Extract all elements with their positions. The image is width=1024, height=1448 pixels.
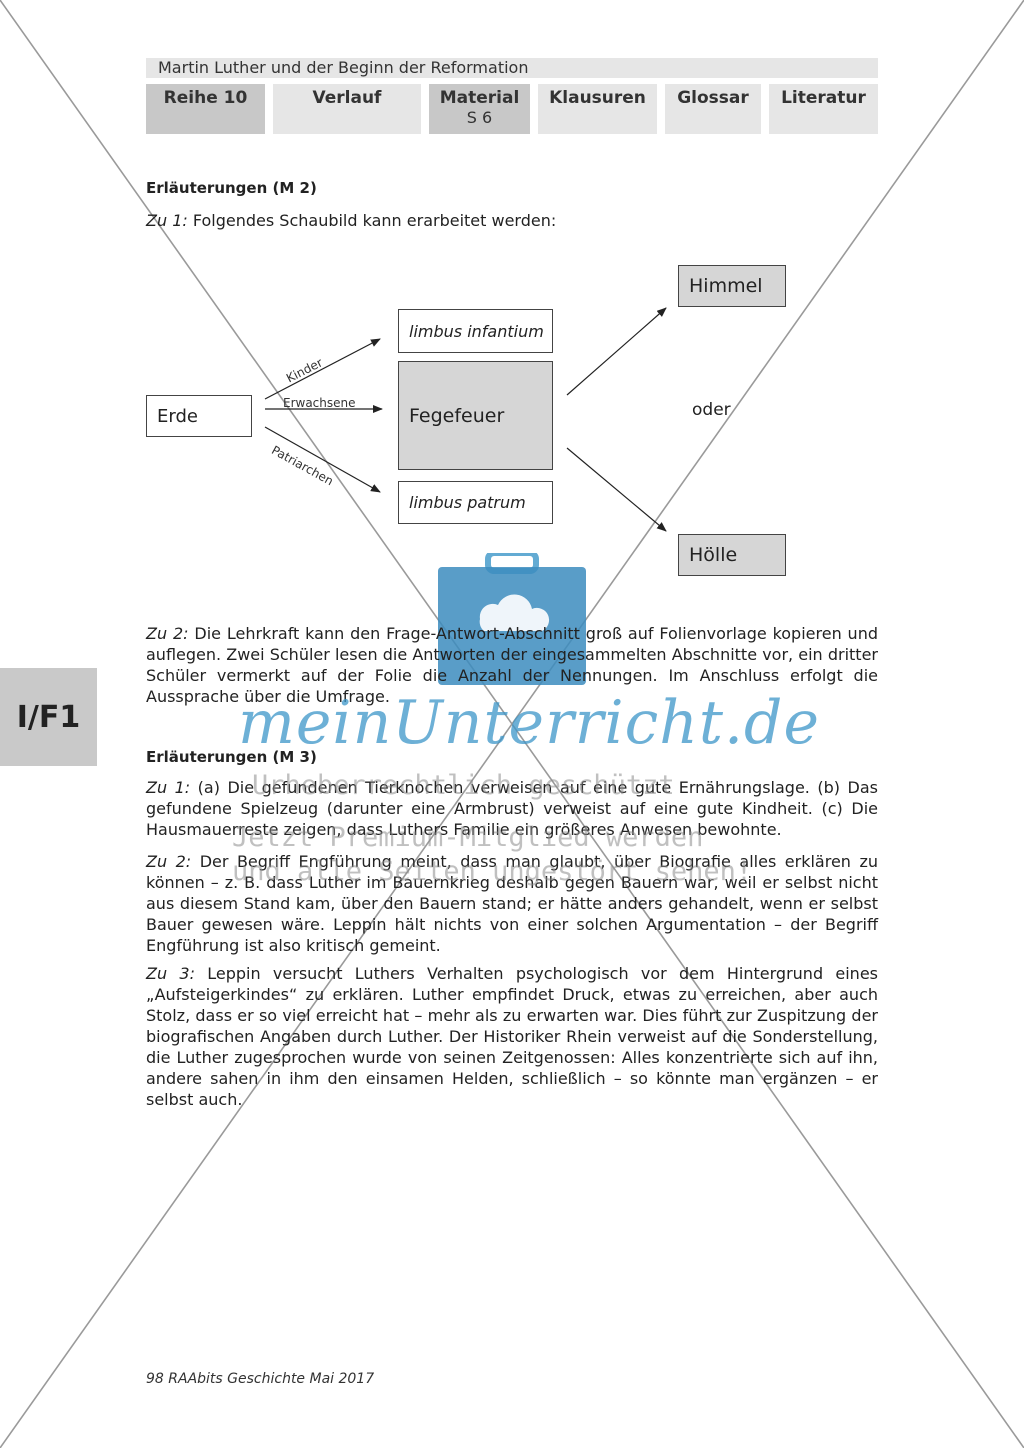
section1-intro: Zu 1: Folgendes Schaubild kann erarbeite… [146,211,556,230]
tab-glossar-label: Glossar [677,88,749,108]
node-himmel-label: Himmel [689,275,763,297]
edge-label-erwachsene: Erwachsene [283,396,356,410]
node-hoelle: Hölle [678,534,786,576]
node-limbus-infantium: limbus infantium [398,309,553,353]
tab-glossar[interactable]: Glossar [665,84,761,134]
side-tab-label: I/F1 [16,700,81,735]
diagram-oder: oder [692,400,731,420]
section2-zu2: Zu 2: Der Begriff Engführung meint, dass… [146,851,878,956]
node-limbus-patrum-label: limbus patrum [409,493,526,512]
node-himmel: Himmel [678,265,786,307]
node-erde: Erde [146,395,252,437]
node-hoelle-label: Hölle [689,544,738,566]
section1-intro-label: Zu 1: [146,211,188,230]
node-limbus-patrum: limbus patrum [398,481,553,524]
section2-zu1: Zu 1: (a) Die gefundenen Tierknochen ver… [146,777,878,840]
series-title-bar: Martin Luther und der Beginn der Reforma… [146,58,878,78]
watermark-brand: meinUnterricht.de [238,688,820,758]
arrow-patriarchen [264,426,381,493]
watermark-line2: Jetzt Premium-Mitglied werden [232,822,704,853]
side-tab: I/F1 [0,668,97,766]
tab-literatur[interactable]: Literatur [769,84,878,134]
briefcase-cloud-icon [438,553,586,685]
node-fegefeuer: Fegefeuer [398,361,553,470]
section2-zu1-label: Zu 1: [146,778,191,797]
section2-zu2-label: Zu 2: [146,852,192,871]
section1-heading: Erläuterungen (M 2) [146,179,317,197]
section1-zu2: Zu 2: Die Lehrkraft kann den Frage-Antwo… [146,623,878,707]
tab-material[interactable]: Material S 6 [429,84,530,134]
tab-reihe-label: Reihe 10 [163,88,248,108]
section2-zu3-label: Zu 3: [146,964,195,983]
node-erde-label: Erde [157,405,198,427]
section1-zu2-text: Die Lehrkraft kann den Frage-Antwort-Abs… [146,624,878,706]
node-fegefeuer-label: Fegefeuer [409,404,505,427]
tab-verlauf-label: Verlauf [312,88,382,108]
tab-material-page: S 6 [466,108,493,127]
section2-zu3-text: Leppin versucht Luthers Verhalten psycho… [146,964,878,1109]
series-title: Martin Luther und der Beginn der Reforma… [158,58,529,77]
tab-klausuren[interactable]: Klausuren [538,84,657,134]
tab-verlauf[interactable]: Verlauf [273,84,421,134]
tab-klausuren-label: Klausuren [549,88,646,108]
section2-zu1-text: (a) Die gefundenen Tierknochen verweisen… [146,778,878,839]
tab-reihe[interactable]: Reihe 10 [146,84,265,134]
page-footer: 98 RAAbits Geschichte Mai 2017 [146,1371,375,1387]
arrow-himmel [566,307,667,396]
section1-zu2-label: Zu 2: [146,624,189,643]
arrow-hoelle [566,447,667,532]
node-limbus-infantium-label: limbus infantium [409,321,544,341]
section1-intro-text: Folgendes Schaubild kann erarbeitet werd… [192,211,557,230]
arrow-kinder [264,338,381,400]
watermark-line3: und alle Seiten ungestört sehen! [232,856,753,887]
section2-heading: Erläuterungen (M 3) [146,748,317,766]
section2-zu3: Zu 3: Leppin versucht Luthers Verhalten … [146,963,878,1110]
tab-material-label: Material [439,88,520,108]
section2-zu2-text: Der Begriff Engführung meint, dass man g… [146,852,878,955]
tab-literatur-label: Literatur [781,88,866,108]
watermark-line1: Urheberrechtlich geschützt [252,770,675,801]
